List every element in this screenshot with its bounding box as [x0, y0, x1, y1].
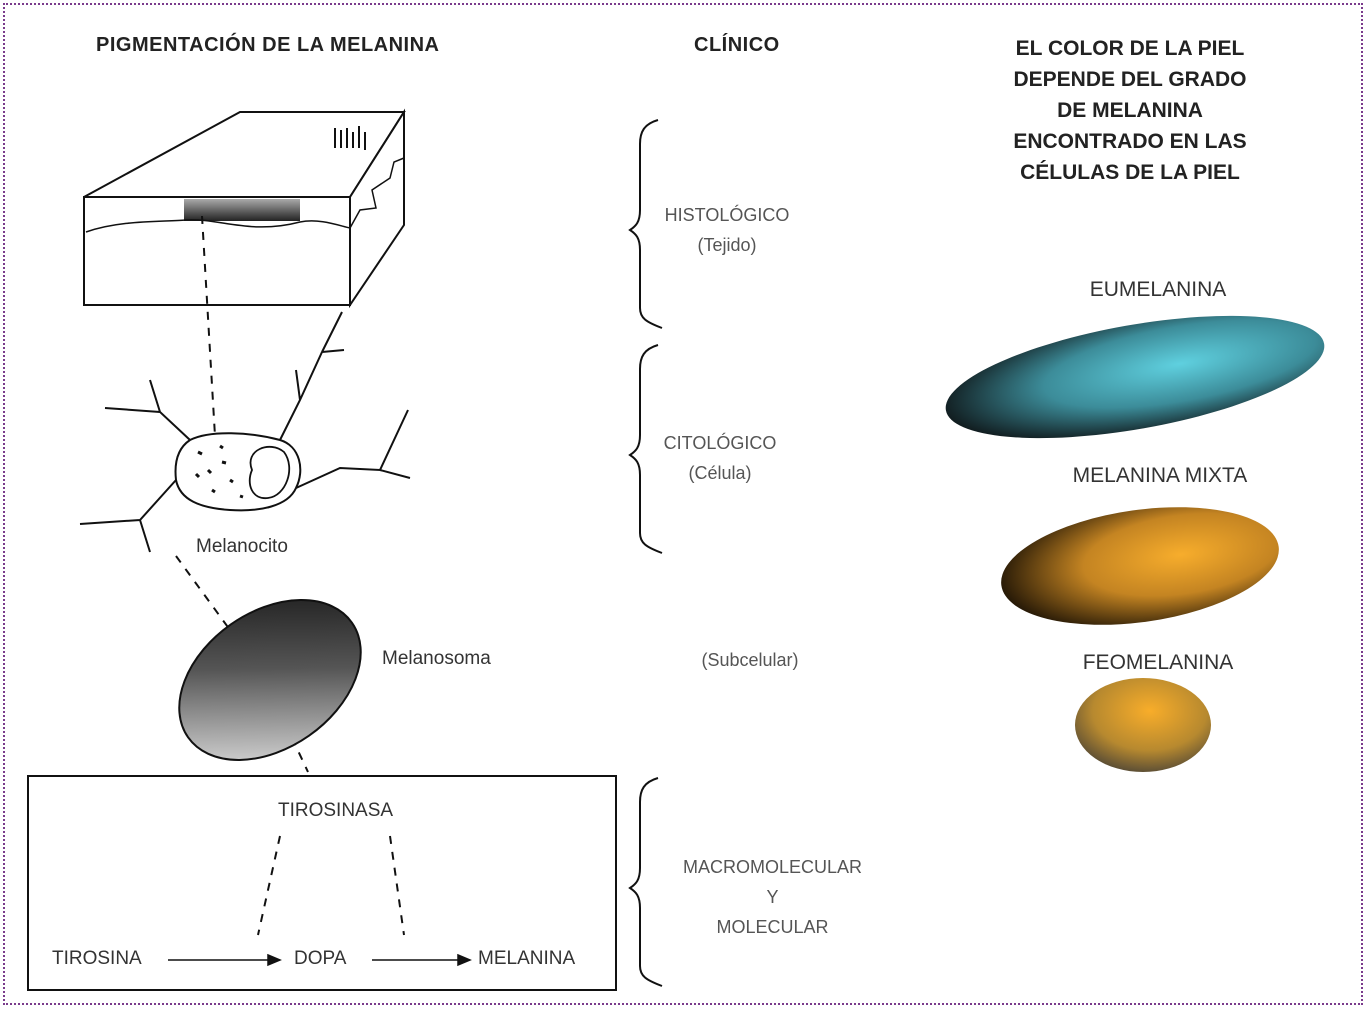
label-tirosina: TIROSINA	[52, 948, 142, 969]
intro-line: CÉLULAS DE LA PIEL	[1020, 161, 1240, 184]
header-pigmentacion: PIGMENTACIÓN DE LA MELANINA	[96, 34, 440, 56]
label-feomelanina: FEOMELANINA	[1082, 651, 1234, 674]
label-melanina-mixta: MELANINA MIXTA	[1072, 464, 1248, 487]
intro-line: DE MELANINA	[1057, 99, 1203, 122]
label-melanocito: Melanocito	[196, 536, 288, 557]
level-histologico-sub: (Tejido)	[697, 235, 757, 255]
header-clinico: CLÍNICO	[694, 34, 780, 56]
level-citologico: CITOLÓGICO (Célula)	[650, 428, 790, 488]
page-frame	[3, 3, 1363, 1005]
label-dopa: DOPA	[294, 948, 347, 969]
intro-text: EL COLOR DE LA PIEL DEPENDE DEL GRADO DE…	[975, 33, 1285, 188]
intro-line: EL COLOR DE LA PIEL	[1015, 37, 1245, 60]
mixta-granule	[1001, 507, 1279, 625]
level-histologico: HISTOLÓGICO (Tejido)	[662, 200, 792, 260]
label-melanina: MELANINA	[478, 948, 576, 969]
level-macromolecular: MACROMOLECULAR Y MOLECULAR	[665, 852, 880, 942]
label-tirosinasa: TIROSINASA	[278, 800, 394, 821]
melanosome-organelle	[178, 599, 362, 761]
level-molecular-label: MOLECULAR	[716, 917, 829, 937]
eumelanina-granule	[945, 315, 1325, 439]
label-melanosoma: Melanosoma	[382, 648, 491, 669]
intro-line: DEPENDE DEL GRADO	[1013, 68, 1247, 91]
level-braces	[628, 119, 663, 987]
feomelanina-granule	[1075, 678, 1211, 772]
level-citologico-label: CITOLÓGICO	[663, 433, 777, 453]
molecular-box	[27, 775, 617, 991]
level-citologico-sub: (Célula)	[688, 463, 752, 483]
skin-block	[83, 108, 406, 309]
label-eumelanina: EUMELANINA	[1089, 278, 1227, 301]
intro-line: ENCONTRADO EN LAS	[1013, 130, 1247, 153]
melanocyte-cell	[79, 311, 411, 553]
dashed-connectors	[175, 215, 405, 936]
reaction-arrows	[168, 953, 472, 967]
level-y-label: Y	[766, 887, 779, 907]
level-subcelular: (Subcelular)	[701, 650, 799, 670]
level-macromolecular-label: MACROMOLECULAR	[682, 857, 863, 877]
level-histologico-label: HISTOLÓGICO	[664, 205, 790, 225]
